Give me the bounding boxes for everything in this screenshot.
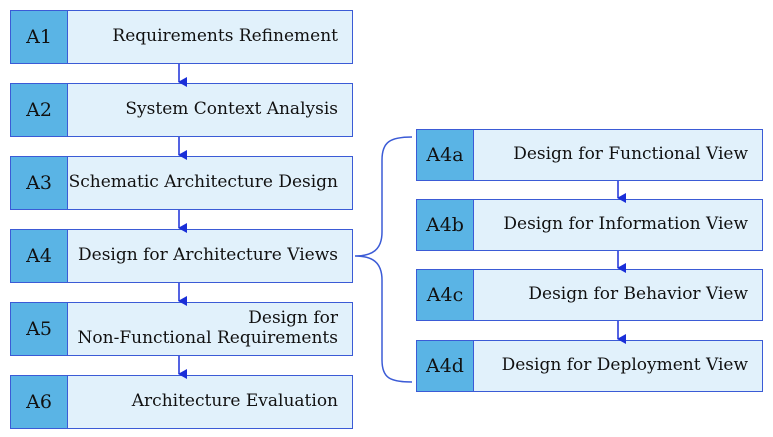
step-id: A3: [11, 157, 68, 209]
step-id: A4: [11, 230, 68, 282]
step-a4d: A4d Design for Deployment View: [416, 340, 763, 392]
step-id: A4b: [417, 200, 474, 250]
brace-a4-substeps: [354, 136, 413, 383]
step-id: A6: [11, 376, 68, 428]
step-id: A5: [11, 303, 68, 355]
step-label-line1: Design for: [248, 308, 338, 329]
step-label: Design for Functional View: [513, 144, 748, 165]
step-a3: A3 Schematic Architecture Design: [10, 156, 353, 210]
step-label: Design for Information View: [503, 214, 748, 235]
step-id: A4c: [417, 270, 474, 320]
step-label-line2: Non-Functional Requirements: [77, 328, 338, 348]
step-a1: A1 Requirements Refinement: [10, 10, 353, 64]
step-a4b: A4b Design for Information View: [416, 199, 763, 251]
step-id: A2: [11, 84, 68, 136]
step-label: Design for Behavior View: [528, 284, 748, 305]
step-a4: A4 Design for Architecture Views: [10, 229, 353, 283]
step-label: Requirements Refinement: [112, 26, 338, 47]
step-label: Design for Architecture Views: [78, 245, 338, 266]
step-a5: A5 Design for Non-Functional Requirement…: [10, 302, 353, 356]
step-label: Schematic Architecture Design: [68, 172, 338, 193]
step-a4c: A4c Design for Behavior View: [416, 269, 763, 321]
step-label: Design for Non-Functional Requirements: [68, 303, 352, 355]
step-a4a: A4a Design for Functional View: [416, 129, 763, 181]
step-id: A1: [11, 11, 68, 63]
step-label: Design for Deployment View: [501, 355, 748, 376]
step-label: Architecture Evaluation: [131, 391, 338, 412]
step-id: A4d: [417, 341, 474, 391]
step-label: System Context Analysis: [125, 99, 338, 120]
step-id: A4a: [417, 130, 474, 180]
step-a2: A2 System Context Analysis: [10, 83, 353, 137]
step-a6: A6 Architecture Evaluation: [10, 375, 353, 429]
